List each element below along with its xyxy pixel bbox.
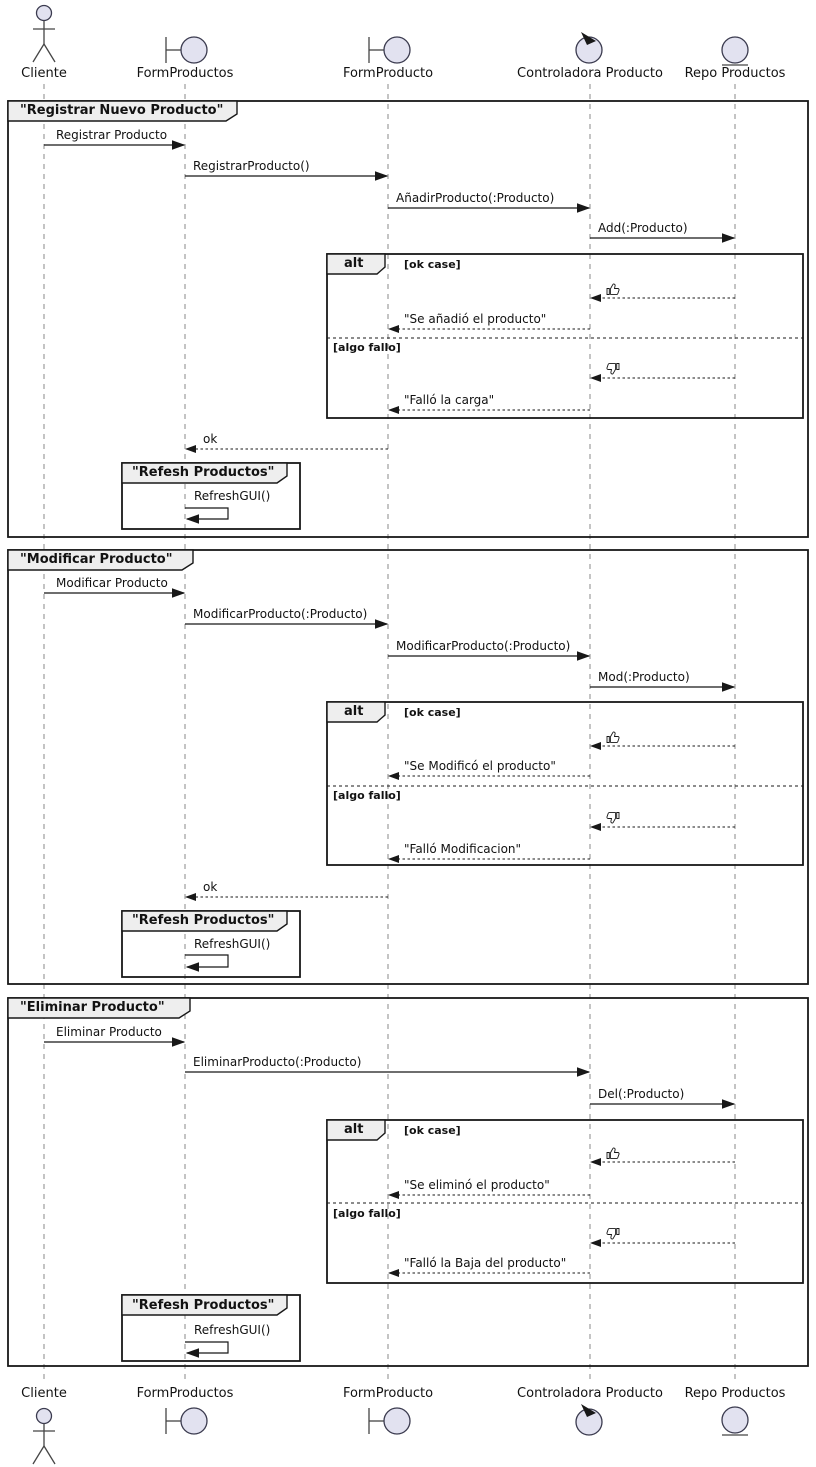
boundary-icon: [165, 1407, 208, 1435]
refresh-frame-title: "Refesh Productos": [132, 465, 275, 480]
alt-frame: [326, 1119, 804, 1284]
participant-label-controladora: Controladora Producto: [517, 66, 663, 81]
thumbs-up-icon: [606, 1147, 620, 1160]
frame-title: "Modificar Producto": [20, 552, 173, 567]
participant-label-formproducto: FormProducto: [342, 1386, 434, 1401]
frame-registrar-tab: [7, 100, 238, 122]
frame-modificar-tab: [7, 549, 194, 571]
reply-label: "Falló Modificacion": [404, 842, 522, 856]
alt-frame: [326, 701, 804, 866]
participant-label-formproductos: FormProductos: [136, 1386, 234, 1401]
reply-label: "Se añadió el producto": [404, 312, 547, 326]
reply-label: "Se eliminó el producto": [404, 1178, 550, 1192]
participant-label-controladora: Controladora Producto: [517, 1386, 663, 1401]
message-label: Registrar Producto: [56, 128, 168, 142]
refresh-frame-tab: [121, 910, 288, 932]
actor-icon: [32, 1407, 56, 1465]
frame-modificar: [7, 549, 809, 985]
boundary-icon: [368, 1407, 411, 1435]
thumbs-up-icon: [606, 283, 620, 296]
self-message-arrow: [185, 507, 229, 524]
self-message-arrow: [185, 954, 229, 972]
alt-guard: [algo fallo]: [333, 1207, 401, 1220]
alt-tab: [326, 1119, 386, 1141]
participant-label-formproducto: FormProducto: [342, 66, 434, 81]
frame-eliminar: [7, 997, 809, 1367]
message-label: EliminarProducto(:Producto): [193, 1055, 362, 1069]
message-label: Del(:Producto): [598, 1087, 685, 1101]
participant-label-formproductos: FormProductos: [136, 66, 234, 81]
alt-keyword: alt: [344, 704, 364, 719]
frame-registrar: [7, 100, 809, 538]
thumbs-up-icon: [606, 731, 620, 744]
alt-frame: [326, 253, 804, 419]
frame-title: "Eliminar Producto": [20, 1000, 165, 1015]
alt-keyword: alt: [344, 1122, 364, 1137]
thumbs-down-icon: [606, 362, 620, 375]
message-label: Add(:Producto): [598, 221, 688, 235]
alt-tab: [326, 253, 386, 275]
participant-label-cliente: Cliente: [21, 66, 67, 81]
message-label: Mod(:Producto): [598, 670, 690, 684]
alt-guard: [algo fallo]: [333, 341, 401, 354]
control-icon: [575, 32, 603, 64]
thumbs-down-icon: [606, 1227, 620, 1240]
message-label: AñadirProducto(:Producto): [396, 191, 555, 205]
alt-guard: [algo fallo]: [333, 789, 401, 802]
control-icon: [575, 1404, 603, 1436]
participant-label-cliente: Cliente: [21, 1386, 67, 1401]
frame-eliminar-tab: [7, 997, 191, 1019]
refresh-frame-tab: [121, 1294, 288, 1316]
alt-keyword: alt: [344, 256, 364, 271]
entity-icon: [721, 1406, 749, 1436]
entity-icon: [721, 36, 749, 66]
alt-guard: [ok case]: [404, 706, 461, 719]
participant-label-repo: Repo Productos: [684, 66, 786, 81]
alt-tab: [326, 701, 386, 723]
reply-label: "Falló la carga": [404, 393, 495, 407]
reply-label: "Falló la Baja del producto": [404, 1256, 567, 1270]
refresh-frame-title: "Refesh Productos": [132, 1298, 275, 1313]
alt-guard: [ok case]: [404, 258, 461, 271]
boundary-icon: [165, 36, 208, 64]
thumbs-down-icon: [606, 811, 620, 824]
participant-label-repo: Repo Productos: [684, 1386, 786, 1401]
self-message-label: RefreshGUI(): [194, 937, 271, 951]
self-message-arrow: [185, 1341, 229, 1358]
message-label: ModificarProducto(:Producto): [396, 639, 571, 653]
actor-icon: [32, 4, 56, 63]
message-label: Eliminar Producto: [56, 1025, 162, 1039]
frame-title: "Registrar Nuevo Producto": [20, 103, 224, 118]
self-message-label: RefreshGUI(): [194, 489, 271, 503]
reply-label: "Se Modificó el producto": [404, 759, 556, 773]
message-label: Modificar Producto: [56, 576, 168, 590]
boundary-icon: [368, 36, 411, 64]
reply-label: ok: [203, 880, 218, 894]
refresh-frame-tab: [121, 462, 288, 484]
self-message-label: RefreshGUI(): [194, 1323, 271, 1337]
refresh-frame-title: "Refesh Productos": [132, 913, 275, 928]
alt-guard: [ok case]: [404, 1124, 461, 1137]
reply-label: ok: [203, 432, 218, 446]
message-label: RegistrarProducto(): [193, 159, 310, 173]
message-label: ModificarProducto(:Producto): [193, 607, 368, 621]
